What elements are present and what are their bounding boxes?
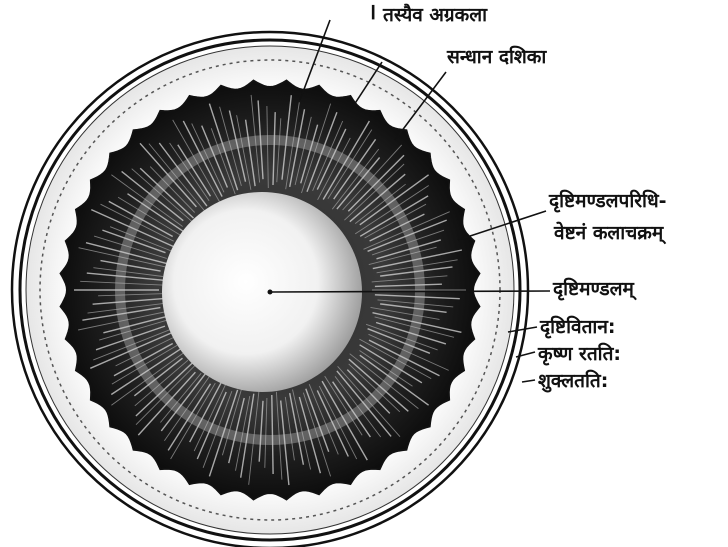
label-shuklatati: शुक्लतति: (538, 370, 608, 392)
label-drishtimandala-paridhi-line2: वेष्टनं कलाचक्रम् (554, 222, 663, 244)
label-tasyaiva-agrakala: तस्यैव अग्रकला (383, 4, 487, 26)
label-drishtimandala-paridhi-line1: दृष्टिमण्डलपरिधि- (549, 190, 667, 212)
label-sandhana-darshika: सन्धान दशिका (447, 46, 546, 68)
label-drishtimandalam: दृष्टिमण्डलम् (553, 278, 634, 300)
leader-shukla (522, 380, 535, 382)
label-drishtivitana: दृष्टिवितान: (540, 316, 616, 338)
pupil-center-dot (268, 290, 273, 295)
label-tick: । (368, 2, 376, 24)
leader-drishtimandalam (272, 291, 550, 292)
label-krishna-ratati: कृष्ण रतति: (538, 343, 621, 365)
